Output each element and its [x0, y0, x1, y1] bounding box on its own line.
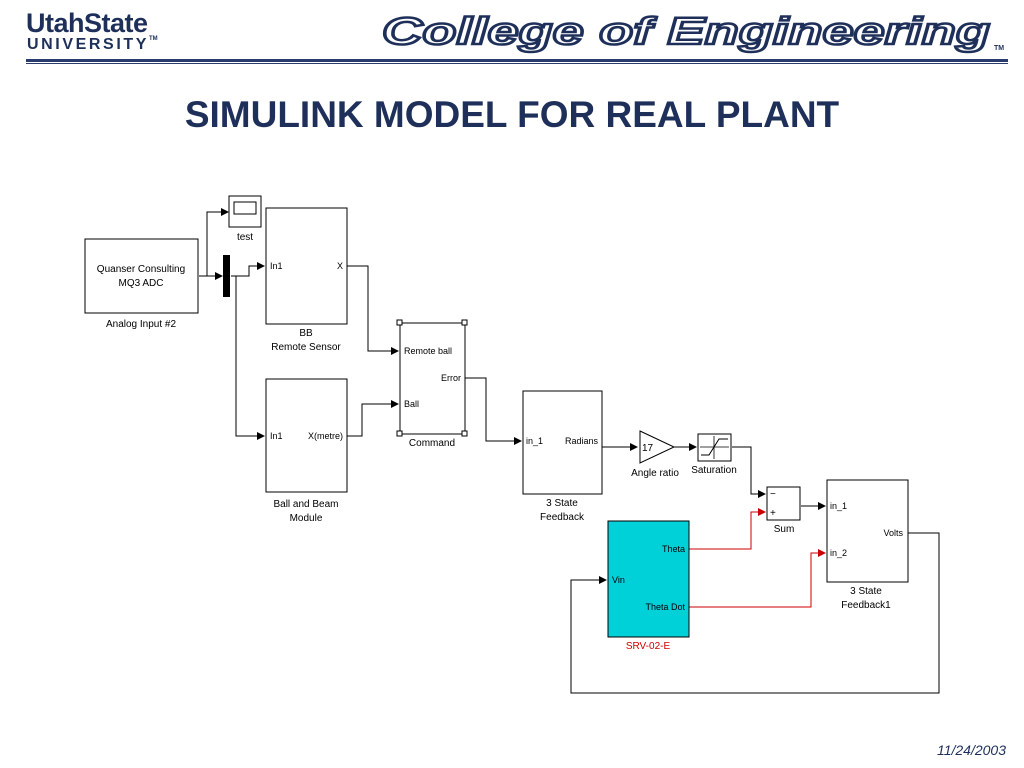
fb2-block-frame — [826, 479, 909, 583]
command-handle-tr[interactable] — [461, 319, 468, 326]
bb-block-frame — [265, 207, 348, 325]
sum-plus-sign: + — [770, 508, 776, 519]
college-tm: TM — [994, 45, 1004, 52]
angle-ratio-gain-block[interactable]: 17 Angle ratio — [631, 430, 679, 479]
signal-thetadot-to-fb2 — [689, 549, 826, 608]
command-caption: Command — [409, 438, 455, 449]
college-of-engineering-logo: College of Engineering TM — [381, 10, 1005, 54]
sum-caption: Sum — [774, 524, 795, 535]
signal-to-bb — [231, 262, 265, 277]
command-handle-bl[interactable] — [396, 430, 403, 437]
slide-header: UtahState UNIVERSITYTM College of Engine… — [0, 0, 1024, 70]
ball-and-beam-block[interactable]: In1 X(metre) Ball and Beam Module — [265, 378, 348, 524]
slide-title: SIMULINK MODEL FOR REAL PLANT — [184, 94, 840, 135]
gain-value: 17 — [642, 443, 654, 454]
header-rule — [26, 59, 1008, 62]
fb1-block-frame — [522, 390, 603, 495]
saturation-block[interactable]: Saturation — [691, 433, 737, 476]
signal-command-to-fb1 — [465, 377, 522, 445]
signal-to-scope — [206, 208, 229, 276]
saturation-caption: Saturation — [691, 465, 737, 476]
sum-block[interactable]: − + Sum — [766, 486, 801, 535]
adc-block-frame — [84, 238, 199, 314]
srv-caption: SRV-02-E — [626, 641, 671, 652]
beam-caption1: Ball and Beam — [273, 499, 338, 510]
saturation-curve — [701, 438, 728, 456]
scope-screen — [233, 201, 257, 215]
saturation-frame — [697, 433, 732, 462]
red-signal-lines — [689, 508, 826, 608]
bb-caption1: BB — [299, 328, 313, 339]
slide-date: 11/24/2003 — [936, 742, 1006, 758]
srv-block-frame — [607, 520, 690, 638]
command-in1-port: Remote ball — [404, 346, 452, 356]
college-logo-text: College of Engineering — [382, 11, 990, 53]
signal-saturation-to-sum — [732, 446, 766, 498]
bb-in-port: In1 — [270, 261, 283, 271]
usu-logo-line2: UNIVERSITYTM — [27, 36, 158, 54]
command-in2-port: Ball — [404, 399, 419, 409]
scope-caption: test — [237, 232, 253, 243]
adc-caption: Analog Input #2 — [106, 319, 176, 330]
fb2-out-port: Volts — [883, 528, 903, 538]
signal-theta-to-sum — [689, 508, 766, 550]
gain-caption: Angle ratio — [631, 468, 679, 479]
fb2-in1-port: in_1 — [830, 501, 847, 511]
usu-tm: TM — [149, 36, 158, 42]
command-out-port: Error — [441, 373, 461, 383]
beam-in-port: In1 — [270, 431, 283, 441]
command-block[interactable]: Remote ball Ball Error Command — [396, 319, 468, 449]
scope-block[interactable]: test — [228, 195, 262, 243]
srv-out2-port: Theta Dot — [645, 602, 685, 612]
bb-remote-sensor-block[interactable]: In1 X BB Remote Sensor — [265, 207, 348, 353]
fb2-caption1: 3 State — [850, 586, 882, 597]
srv-02-e-block[interactable]: Vin Theta Theta Dot SRV-02-E — [607, 520, 690, 652]
gain-triangle — [639, 430, 676, 464]
fb1-caption2: Feedback — [540, 512, 585, 523]
fb1-out-port: Radians — [565, 436, 599, 446]
bb-out-port: X — [337, 261, 343, 271]
beam-out-port: X(metre) — [308, 431, 343, 441]
header-rule-thin — [26, 63, 1008, 64]
sum-frame — [766, 486, 801, 521]
fb1-in-port: in_1 — [526, 436, 543, 446]
three-state-feedback1-block[interactable]: in_1 in_2 Volts 3 State Feedback1 — [826, 479, 909, 611]
command-handle-tl[interactable] — [396, 319, 403, 326]
command-block-frame — [399, 322, 466, 435]
three-state-feedback-block[interactable]: in_1 Radians 3 State Feedback — [522, 390, 603, 523]
usu-logo-line1: UtahState — [26, 8, 148, 38]
signal-feedback-loop — [570, 532, 940, 694]
fb1-caption1: 3 State — [546, 498, 578, 509]
srv-in-port: Vin — [612, 575, 625, 585]
adc-block[interactable]: Quanser Consulting MQ3 ADC Analog Input … — [84, 238, 199, 330]
signal-lines — [199, 208, 940, 694]
command-handle-br[interactable] — [461, 430, 468, 437]
signal-to-beam — [235, 276, 265, 440]
bb-caption2: Remote Sensor — [271, 342, 341, 353]
adc-label-line1: Quanser Consulting — [97, 264, 185, 275]
signal-beam-to-command — [347, 400, 399, 437]
fb2-in2-port: in_2 — [830, 548, 847, 558]
beam-block-frame — [265, 378, 348, 493]
usu-logo-word: UNIVERSITY — [27, 36, 150, 53]
signal-bb-to-command — [347, 265, 399, 355]
fb2-caption2: Feedback1 — [841, 600, 891, 611]
sum-minus-sign: − — [770, 489, 776, 500]
adc-label-line2: MQ3 ADC — [118, 278, 163, 289]
mux-bar[interactable] — [223, 255, 230, 297]
beam-caption2: Module — [290, 513, 323, 524]
srv-out1-port: Theta — [662, 544, 685, 554]
